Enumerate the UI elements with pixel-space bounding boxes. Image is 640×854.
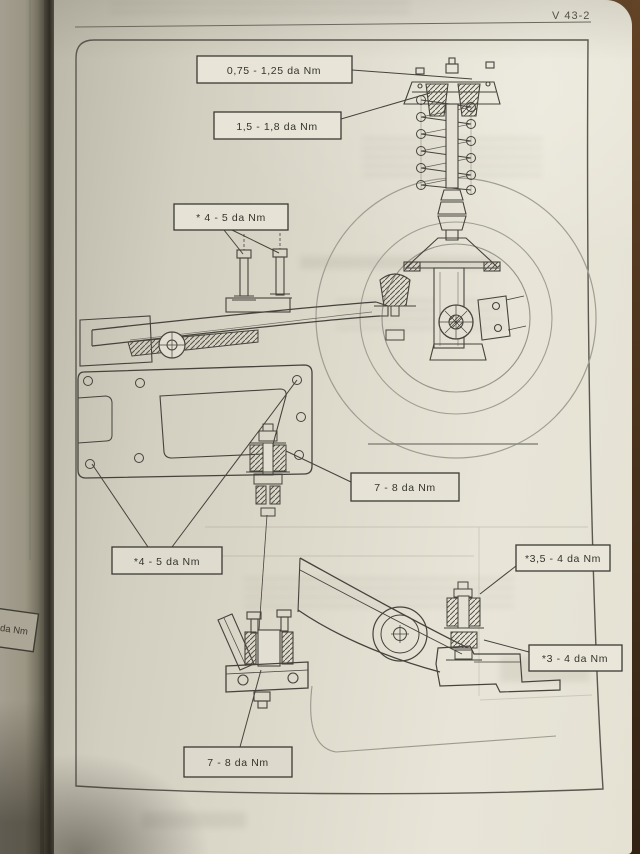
- header-rule: [74, 21, 592, 28]
- torque-callouts: 0,75 - 1,25 da Nm 1,5 - 1,8 da Nm * 4 - …: [111, 55, 623, 778]
- callout-label: 1,5 - 1,8 da Nm: [236, 121, 317, 133]
- diagram-frame: [75, 39, 604, 795]
- leader-rod-bushing-upper: [479, 565, 517, 595]
- tension-rod-arm: [297, 557, 561, 753]
- rod-boss: [372, 606, 428, 662]
- leader-stud-left: [223, 229, 244, 255]
- manual-page: [54, 0, 632, 854]
- leader-stud-right: [231, 229, 280, 254]
- knuckle-hub: [429, 295, 527, 361]
- callout-bracket-studs: * 4 - 5 da Nm: [173, 203, 289, 231]
- page-lighting: [54, 0, 632, 854]
- left-page-shadow: [0, 700, 46, 854]
- callout-upper-mount: 1,5 - 1,8 da Nm: [213, 111, 342, 140]
- bleed-through-smudge: [110, 2, 410, 16]
- rod-bushing: [444, 581, 484, 661]
- section-ref: V 43-2: [552, 10, 590, 22]
- bleed-through-smudge: [336, 300, 506, 336]
- callout-arm-inner-pivot: 7 - 8 da Nm: [350, 472, 460, 502]
- callout-label: *3 - 4 da Nm: [542, 653, 608, 665]
- leader-strut-rod-nut: [351, 69, 473, 80]
- callout-label: *4 - 5 da Nm: [134, 556, 200, 568]
- mounting-studs: [225, 233, 292, 313]
- leader-plate-hole: [171, 379, 298, 548]
- callout-rod-bushing-lower: *3 - 4 da Nm: [528, 644, 623, 672]
- ball-joint: [374, 273, 416, 341]
- adjacent-page-callout-label: da Nm: [0, 623, 29, 638]
- bleed-through-smudge: [300, 256, 495, 269]
- callout-label: 7 - 8 da Nm: [374, 482, 435, 494]
- mounting-bracket: [217, 609, 309, 709]
- callout-label: * 4 - 5 da Nm: [196, 212, 266, 224]
- callout-label: 0,75 - 1,25 da Nm: [227, 65, 321, 77]
- callout-strut-rod-nut: 0,75 - 1,25 da Nm: [196, 55, 353, 84]
- leader-plate-corner: [91, 463, 149, 548]
- page-corner-shadow: [40, 730, 260, 854]
- callout-label: *3,5 - 4 da Nm: [525, 553, 601, 565]
- page-top-shadow: [54, 0, 632, 60]
- callout-crossmember-bolts: *4 - 5 da Nm: [111, 546, 223, 575]
- adjacent-page-callout: da Nm: [0, 605, 40, 653]
- leader-rod-bushing-lower: [483, 639, 530, 653]
- leader-upper-mount: [340, 92, 431, 120]
- leader-pivot-bushing: [285, 450, 352, 483]
- callout-rod-bushing-upper: *3,5 - 4 da Nm: [515, 544, 611, 572]
- control-arm: [79, 273, 416, 367]
- show-through-lines: [205, 526, 593, 701]
- pivot-bushing: [246, 423, 290, 646]
- strut-top-mount: [403, 57, 501, 117]
